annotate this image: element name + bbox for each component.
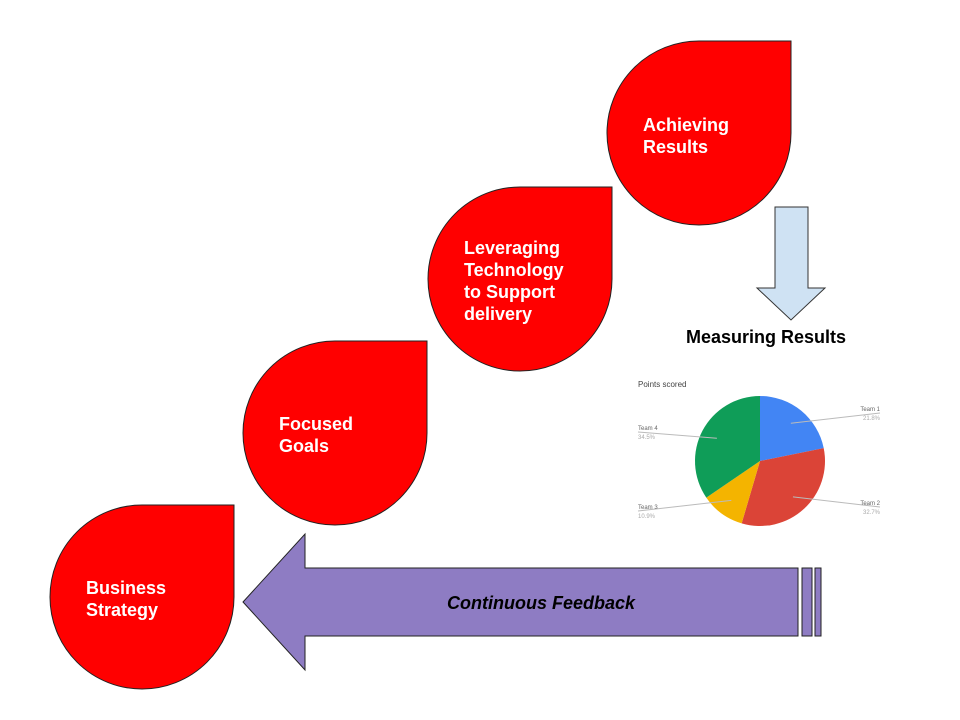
feedback-arrow-bar [801, 567, 813, 637]
pie-slice-team-1 [760, 396, 824, 461]
leader-line [790, 412, 881, 424]
step-label: Business [86, 578, 166, 598]
slice-value: 10.9% [638, 514, 656, 520]
slice-value: 21.8% [863, 416, 881, 422]
chart-title: Points scored [638, 380, 686, 389]
leader-line [792, 496, 881, 508]
feedback-arrow-bar [814, 567, 822, 637]
pie-chart: Points scored Team 1 21.8% Team 2 32.7% Team… [637, 380, 881, 526]
step-label: to Support [464, 282, 555, 302]
step-label: Technology [464, 260, 564, 280]
measuring-results-label: Measuring Results [686, 327, 846, 347]
slice-label: Team 2 [860, 501, 880, 507]
step-label: Leveraging [464, 238, 560, 258]
slice-label: Team 3 [638, 505, 658, 511]
slice-label: Team 1 [860, 407, 880, 413]
down-arrow [755, 206, 827, 321]
step-label: Achieving [643, 115, 729, 135]
slice-label: Team 4 [638, 426, 658, 432]
step-label: delivery [464, 304, 532, 324]
step-label: Focused [279, 414, 353, 434]
step-label: Goals [279, 436, 329, 456]
slice-value: 34.5% [638, 435, 656, 441]
teardrop-shape [427, 186, 613, 372]
step-label: Results [643, 137, 708, 157]
slice-value: 32.7% [863, 510, 881, 516]
step-label: Strategy [86, 600, 158, 620]
feedback-arrow [242, 532, 799, 672]
leader-line [637, 431, 717, 439]
pie-slice-team-4 [695, 395, 760, 498]
teardrop-shape [606, 40, 792, 226]
teardrop-shape [242, 340, 428, 526]
pie-slice-team-3 [706, 461, 760, 524]
feedback-label: Continuous Feedback [447, 593, 636, 613]
leader-line [637, 499, 732, 512]
pie-slice-team-2 [741, 448, 825, 526]
teardrop-shape [49, 504, 235, 690]
